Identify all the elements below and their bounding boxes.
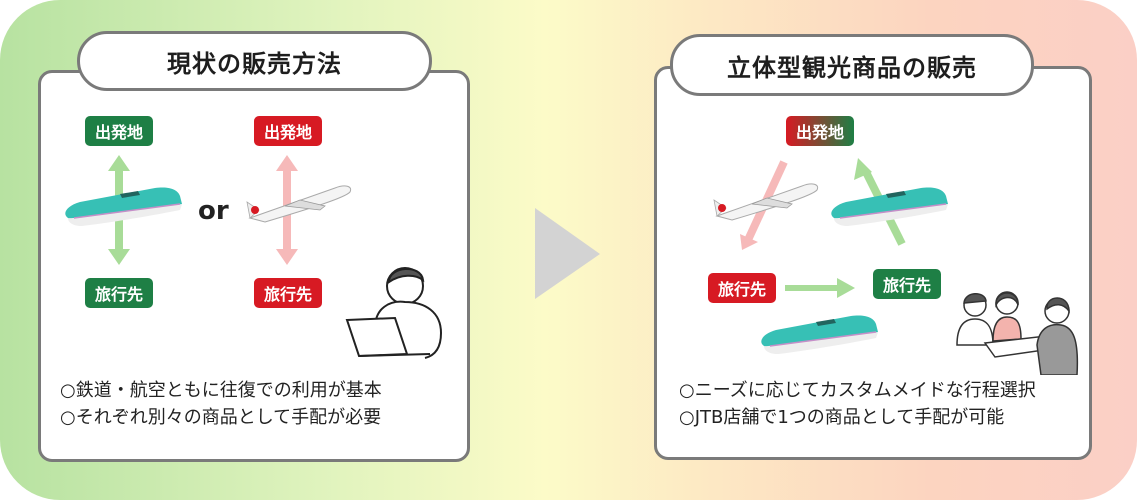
air-origin-badge: 出発地 [254, 116, 322, 146]
transfer-arrow-icon [785, 278, 855, 298]
rail-destination-badge: 旅行先 [873, 269, 941, 299]
bullet-item: ○それぞれ別々の商品として手配が必要 [60, 407, 382, 428]
rail-origin-badge: 出発地 [85, 116, 153, 146]
airplane-icon [713, 183, 819, 221]
bullet-item: ○JTB店舗で1つの商品として手配が可能 [679, 407, 1005, 428]
new-method-panel [654, 66, 1092, 460]
current-method-bullets: ○鉄道・航空ともに往復での利用が基本 ○それぞれ別々の商品として手配が必要 [60, 377, 382, 431]
air-destination-badge: 旅行先 [254, 278, 322, 308]
shinkansen-train-icon [761, 315, 878, 354]
air-destination-badge: 旅行先 [708, 273, 776, 303]
airplane-icon [246, 185, 352, 223]
person-with-laptop-icon [345, 267, 443, 359]
combined-origin-badge: 出発地 [786, 116, 854, 146]
travel-counter-consultation-icon [956, 291, 1079, 375]
new-method-title: 立体型観光商品の販売 [670, 34, 1034, 96]
shinkansen-train-icon [65, 187, 182, 226]
or-connector: or [198, 196, 229, 226]
new-method-bullets: ○ニーズに応じてカスタムメイドな行程選択 ○JTB店舗で1つの商品として手配が可… [679, 377, 1036, 431]
play-triangle-icon [535, 208, 600, 299]
rail-destination-badge: 旅行先 [85, 278, 153, 308]
current-method-title: 現状の販売方法 [77, 31, 432, 91]
shinkansen-train-icon [831, 187, 948, 226]
bullet-item: ○ニーズに応じてカスタムメイドな行程選択 [679, 380, 1036, 401]
bullet-item: ○鉄道・航空ともに往復での利用が基本 [60, 380, 382, 401]
